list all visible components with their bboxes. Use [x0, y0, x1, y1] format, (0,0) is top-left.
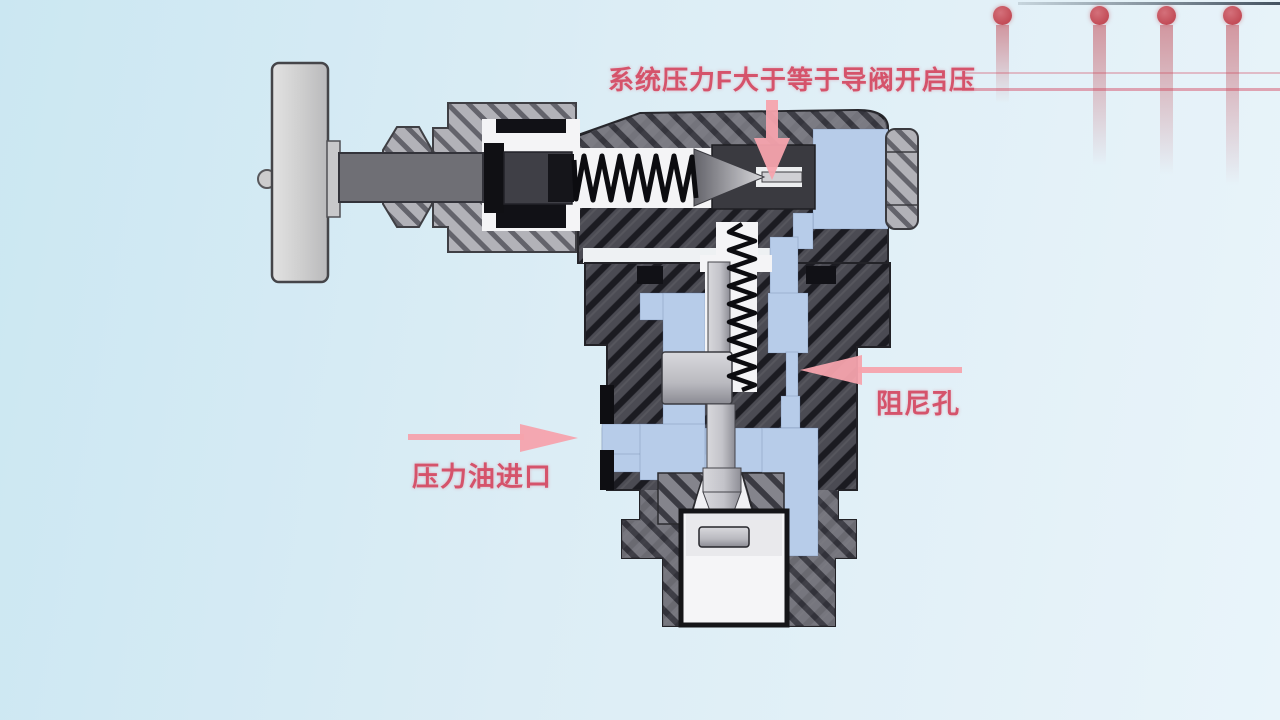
end-plug	[885, 128, 919, 230]
spool-stem-upper	[707, 261, 731, 355]
arrow-pressure-inlet	[408, 424, 578, 452]
top-edge-line	[1018, 2, 1280, 5]
label-damping-orifice: 阻尼孔	[876, 389, 960, 419]
marker-dot-1	[993, 6, 1012, 103]
pilot-outlet-chamber	[812, 128, 889, 230]
marker-dot-2	[1090, 6, 1109, 165]
leader-line-lower	[962, 88, 1280, 91]
label-pilot-pressure: 系统压力F大于等于导阀开启压	[608, 65, 976, 95]
arrow-pilot-pressure	[754, 100, 790, 180]
pilot-spring	[571, 153, 699, 203]
marker-dot-3	[1157, 6, 1176, 175]
main-spring	[726, 222, 758, 393]
arrow-damping-orifice	[800, 355, 962, 385]
label-pressure-inlet: 压力油进口	[412, 462, 552, 492]
seal-right	[806, 266, 836, 284]
spool-stem-lower	[706, 403, 736, 475]
adjusting-handwheel	[257, 61, 341, 284]
pilot-stage	[338, 119, 816, 231]
spool-foot	[698, 526, 750, 548]
annotation-arrows	[408, 100, 962, 452]
leader-line-upper	[962, 72, 1280, 74]
main-spool-piston	[661, 351, 733, 405]
seal-left	[637, 266, 663, 284]
adjusting-shaft	[338, 152, 484, 203]
main-stage	[600, 222, 836, 628]
damping-orifice-channel	[785, 351, 799, 399]
marker-dot-4	[1223, 6, 1242, 185]
pilot-pin	[761, 171, 803, 183]
